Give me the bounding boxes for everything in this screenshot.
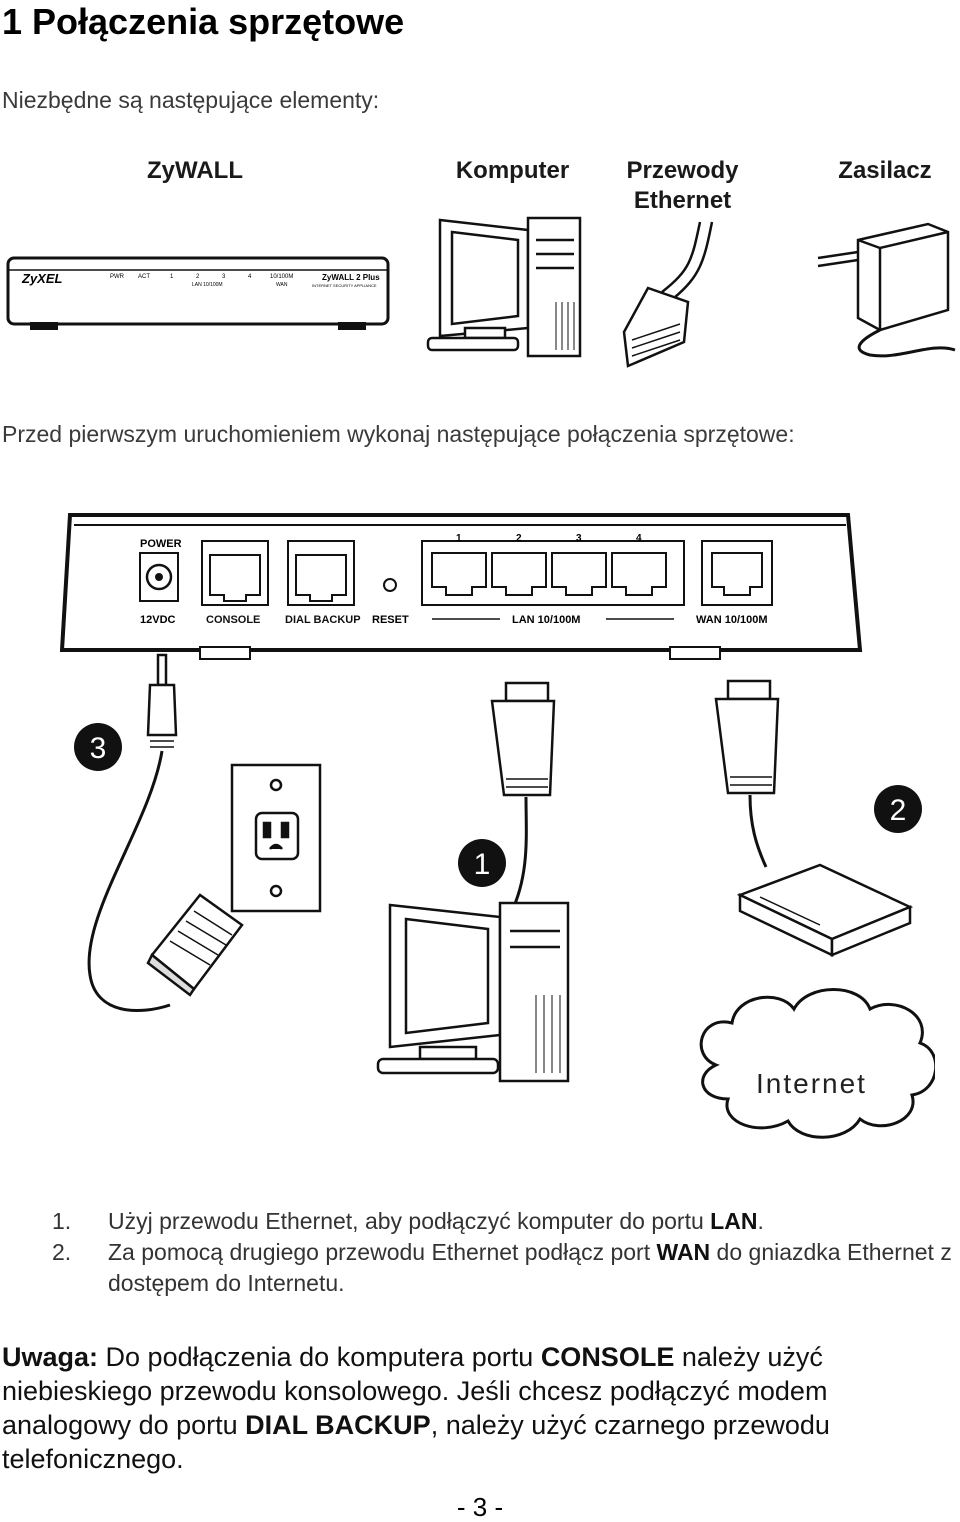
- step-text: Użyj przewodu Ethernet, aby podłączyć ko…: [108, 1208, 711, 1234]
- led-group-label: LAN 10/100M: [192, 282, 223, 288]
- wan-port: WAN 10/100M: [696, 540, 773, 626]
- required-items-illustration: ZyXEL PWR ACT 1 2 3 4 10/100M LAN 10/100…: [6, 216, 956, 368]
- list-item: 2. Za pomocą drugiego przewodu Ethernet p…: [52, 1237, 957, 1299]
- item-label-line: Zasilacz: [838, 157, 932, 184]
- power-plug: [87, 653, 178, 1012]
- led-label: 2: [196, 274, 200, 280]
- internet-cloud: Internet: [699, 988, 935, 1139]
- connection-steps: 1. Użyj przewodu Ethernet, aby podłączyć …: [52, 1206, 957, 1299]
- step-text: Za pomocą drugiego przewodu Ethernet pod…: [108, 1239, 657, 1265]
- badge-number: 1: [474, 848, 491, 881]
- power-adapter-image: [817, 222, 956, 358]
- badge-number: 3: [90, 732, 107, 765]
- zyxel-brand-text: ZyXEL: [21, 271, 63, 286]
- item-label-line: Przewody: [626, 157, 739, 184]
- list-item: 1. Użyj przewodu Ethernet, aby podłączyć …: [52, 1206, 957, 1237]
- model-subtitle: INTERNET SECURITY APPLIANCE: [312, 283, 377, 288]
- wall-outlet: [230, 763, 322, 913]
- note-text: , należy użyć czarnego przewodu telefoni…: [2, 1410, 830, 1474]
- computer: [376, 901, 570, 1083]
- note-bold-text: DIAL BACKUP: [245, 1410, 431, 1440]
- led-label: 1: [170, 274, 174, 280]
- led-row: PWR ACT 1 2 3 4 10/100M LAN 10/100M WAN: [110, 274, 293, 288]
- lan-port-number: 4: [636, 533, 642, 544]
- port-label: POWER: [140, 538, 182, 550]
- item-label-computer: Komputer: [435, 156, 590, 186]
- intro-text: Niezbędne są następujące elementy:: [2, 87, 380, 113]
- power-port: POWER 12VDC: [139, 538, 182, 626]
- modem: [736, 863, 914, 957]
- note-paragraph: Uwaga: Do podłączenia do komputera portu…: [2, 1340, 942, 1476]
- page-number: - 3 -: [456, 1492, 504, 1522]
- item-label-zywall: ZyWALL: [120, 156, 270, 186]
- badge-number: 2: [890, 794, 907, 827]
- wan-ethernet-cable: [714, 679, 780, 868]
- internet-label: Internet: [756, 1068, 867, 1099]
- lan-ethernet-cable: [490, 681, 556, 916]
- model-text: ZyWALL 2 Plus: [322, 273, 380, 282]
- lan-port-number: 3: [576, 533, 582, 544]
- step-text: do gniazdka Ethernet z dostępem do Inter…: [108, 1239, 952, 1296]
- port-label: LAN 10/100M: [512, 614, 580, 626]
- item-label-line: Ethernet: [633, 187, 732, 214]
- step-text: .: [757, 1208, 764, 1234]
- dial-backup-port: DIAL BACKUP: [285, 540, 361, 626]
- badge-3: 3: [74, 723, 122, 771]
- console-port: CONSOLE: [201, 540, 269, 626]
- item-label-line: Komputer: [455, 157, 570, 184]
- note-bold-text: CONSOLE: [540, 1342, 675, 1372]
- lan-ports: 1 2 3 4 LAN 10/100M: [421, 533, 685, 626]
- zywall-device-image: ZyXEL PWR ACT 1 2 3 4 10/100M LAN 10/100…: [6, 256, 390, 330]
- page-title: 1 Połączenia sprzętowe: [2, 1, 405, 42]
- port-label: CONSOLE: [206, 614, 260, 626]
- item-label-line: ZyWALL: [147, 157, 243, 184]
- badge-1: 1: [458, 839, 506, 887]
- led-label: PWR: [110, 274, 125, 280]
- badge-2: 2: [874, 785, 922, 833]
- port-label: 12VDC: [140, 614, 176, 626]
- ethernet-cable-image: [622, 221, 714, 368]
- router-back-panel: POWER 12VDC CONSOLE DIAL BACKUP RESET 1 …: [60, 513, 863, 660]
- step-bold-text: WAN: [656, 1239, 711, 1265]
- led-label: ACT: [138, 274, 150, 280]
- lan-port-number: 1: [456, 533, 462, 544]
- item-label-cables: Przewody Ethernet: [605, 156, 760, 216]
- led-label: 10/100M: [270, 274, 293, 280]
- reset-button: RESET: [372, 578, 409, 626]
- led-label: 3: [222, 274, 226, 280]
- step-bold-text: LAN: [710, 1208, 758, 1234]
- step-number: 2.: [52, 1239, 72, 1265]
- led-label: 4: [248, 274, 252, 280]
- item-label-power-adapter: Zasilacz: [810, 156, 960, 186]
- port-label: DIAL BACKUP: [285, 614, 361, 626]
- note-text: należy użyć niebieskiego przewodu konsol…: [2, 1342, 828, 1440]
- note-prefix: Uwaga:: [2, 1342, 99, 1372]
- connection-diagram: POWER 12VDC CONSOLE DIAL BACKUP RESET 1 …: [60, 513, 935, 1139]
- power-adapter: [146, 893, 244, 997]
- before-connection-text: Przed pierwszym uruchomieniem wykonaj na…: [2, 421, 795, 447]
- computer-image: [426, 216, 582, 358]
- note-text: Do podłączenia do komputera portu: [98, 1342, 541, 1372]
- port-label: WAN 10/100M: [696, 614, 768, 626]
- step-number: 1.: [52, 1208, 72, 1234]
- port-label: RESET: [372, 614, 409, 626]
- led-group-label: WAN: [276, 282, 288, 288]
- lan-port-number: 2: [516, 533, 522, 544]
